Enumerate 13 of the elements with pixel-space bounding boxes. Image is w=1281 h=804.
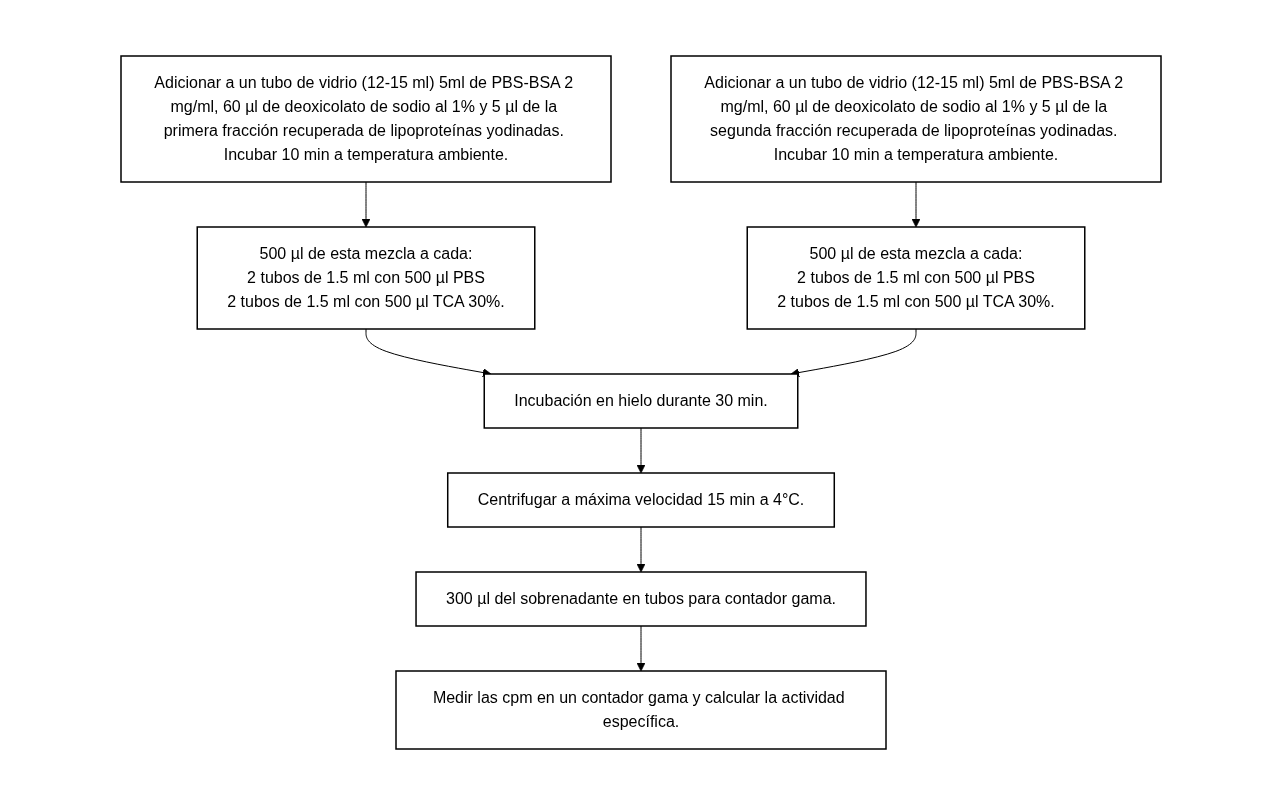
node-box: Adicionar a un tubo de vidrio (12-15 ml) 5ml de PBS-BSA 2 mg/ml, 60 µl de deoxicolato de sodio al 1% y 5 µl de la segunda fracción recuperada de lipoproteínas yodinadas. Incubar 10 min a temperatura ambiente. [669,54,1162,183]
node-box: Adicionar a un tubo de vidrio (12-15 ml) 5ml de PBS-BSA 2 mg/ml, 60 µl de deoxicolato de sodio al 1% y 5 µl de la primera fracción recuperada de lipoproteínas yodinadas. Incubar 10 min a temperatura ambiente. [119,54,612,183]
arrow [911,181,920,227]
node-box: Centrifugar a máxima velocidad 15 min a 4°C. [446,471,835,528]
node-box: Incubación en hielo durante 30 min. [483,372,798,429]
node-box: 500 µl de esta mezcla a cada: 2 tubos de 1.5 ml con 500 µl PBS 2 tubos de 1.5 ml con 500 µl TCA 30%. [746,225,1085,330]
arrow [361,181,370,227]
node-box: 500 µl de esta mezcla a cada: 2 tubos de 1.5 ml con 500 µl PBS 2 tubos de 1.5 ml con 500 µl TCA 30%. [196,225,535,330]
arrow [636,526,645,572]
arrow [636,625,645,671]
arrow [636,427,645,473]
node-box: Medir las cpm en un contador gama y calcular la actividad específica. [394,669,887,750]
node-box: 300 µl del sobrenadante en tubos para contador gama. [414,570,867,627]
